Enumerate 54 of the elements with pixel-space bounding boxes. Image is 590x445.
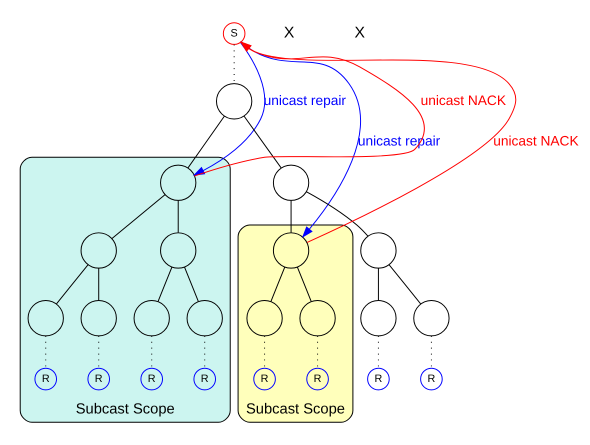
node-circle: R [253,367,276,390]
node-circle [160,232,196,268]
node-circle [299,300,336,336]
node-circle: S [222,22,246,44]
node-circle [186,300,223,336]
connector [296,266,312,302]
connector [111,194,166,239]
node-circle: R [193,367,216,390]
connector [184,266,199,302]
connector [151,334,152,368]
label: X [284,24,294,41]
node-circle: R [34,367,58,390]
connector [290,200,292,232]
node-circle [246,300,283,336]
node-circle [360,300,397,336]
node-circle [272,164,310,200]
edge-label: unicast NACK [420,92,506,108]
node-circle: R [420,367,443,390]
connector [56,264,88,304]
connector [244,115,282,168]
node-circle [360,232,397,268]
node-circle [134,300,170,336]
node-circle: R [367,367,390,390]
edge-label: unicast NACK [493,133,579,148]
connector [45,334,46,368]
connector [430,334,432,368]
node-circle [28,300,64,336]
node-circle: R [87,367,110,390]
connector [98,334,100,368]
node-circle [80,300,117,336]
node-circle [160,164,196,200]
connector [98,267,100,300]
connector [317,334,318,368]
node-circle [413,300,450,336]
node-circle [80,232,117,268]
connector [378,267,379,300]
connector [378,334,379,368]
connector [188,115,225,168]
arrow [194,40,425,176]
connector [270,266,286,302]
label: X [354,24,366,41]
connector [158,266,172,302]
node-circle: R [140,367,163,390]
connector [388,264,422,304]
node-circle: R [306,367,329,390]
connector [204,334,206,368]
node-circle [272,232,310,268]
arrow [240,40,516,242]
edge-label: unicast repair [264,92,346,108]
connector [306,190,368,236]
node-circle [216,82,252,119]
arrow [240,40,362,238]
connector [178,200,179,232]
connector [264,334,266,368]
